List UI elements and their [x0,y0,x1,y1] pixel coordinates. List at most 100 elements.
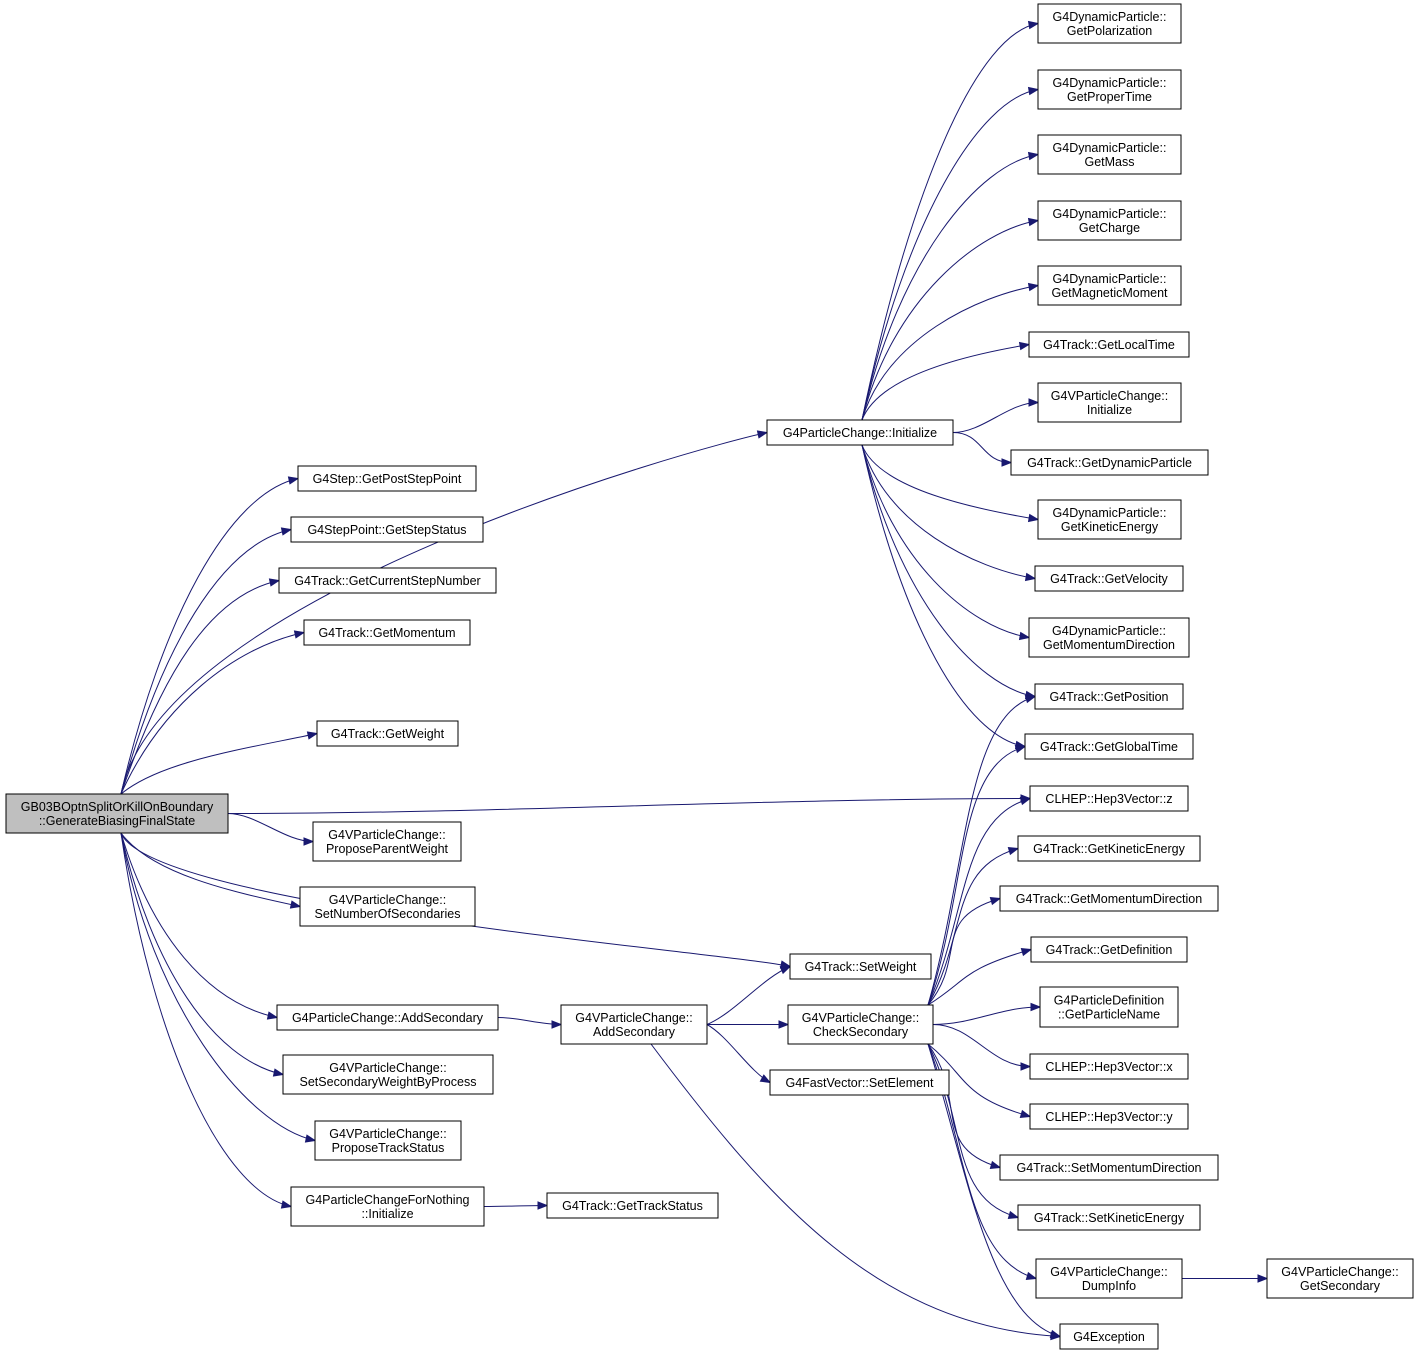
node-set-kin-energy[interactable]: G4Track::SetKineticEnergy [1017,1204,1201,1231]
node-global-time[interactable]: G4Track::GetGlobalTime [1024,733,1194,760]
node-label: G4DynamicParticle:: [1053,10,1167,24]
node-dp-charge[interactable]: G4DynamicParticle::GetCharge [1037,200,1182,241]
node-label: G4Track::SetMomentumDirection [1016,1161,1201,1175]
arrowhead [1028,398,1040,407]
node-definition[interactable]: G4Track::GetDefinition [1030,936,1188,963]
node-current-step-number[interactable]: G4Track::GetCurrentStepNumber [278,567,497,594]
node-box [999,1154,1219,1181]
node-label: DumpInfo [1082,1279,1136,1293]
node-get-secondary[interactable]: G4VParticleChange::GetSecondary [1266,1258,1414,1299]
node-dyn-particle[interactable]: G4Track::GetDynamicParticle [1010,449,1209,476]
node-get-weight[interactable]: G4Track::GetWeight [316,720,459,747]
node-pc-add-secondary[interactable]: G4ParticleChange::AddSecondary [276,1004,499,1031]
arrowhead [1001,458,1013,467]
node-vpc-add-secondary[interactable]: G4VParticleChange::AddSecondary [560,1004,708,1045]
node-box [1028,617,1190,658]
node-particle-name[interactable]: G4ParticleDefinition::GetParticleName [1039,986,1179,1028]
node-box [999,885,1219,912]
node-dp-mag-moment[interactable]: G4DynamicParticle::GetMagneticMoment [1037,265,1182,306]
node-hep-z[interactable]: CLHEP::Hep3Vector::z [1029,785,1189,812]
node-pcfn-init[interactable]: G4ParticleChangeForNothing::Initialize [290,1186,485,1227]
node-box [1017,1204,1201,1231]
node-hep-y[interactable]: CLHEP::Hep3Vector::y [1029,1103,1189,1130]
arrowhead [1018,631,1031,641]
node-dp-proper-time[interactable]: G4DynamicParticle::GetProperTime [1037,69,1182,110]
node-propose-parent-weight[interactable]: G4VParticleChange::ProposeParentWeight [312,821,462,862]
node-label: GetPolarization [1067,24,1153,38]
edge-root-to-step-status [120,529,292,795]
edge-pc-init-to-velocity [861,444,1036,579]
node-momentum[interactable]: G4Track::GetMomentum [303,619,471,646]
node-hep-x[interactable]: CLHEP::Hep3Vector::x [1029,1053,1189,1080]
node-label: G4Track::GetWeight [331,727,445,741]
node-set-weight[interactable]: G4Track::SetWeight [789,953,932,980]
arrowhead [1020,948,1033,957]
node-box [290,516,484,543]
edge-pc-init-to-dyn-particle [952,432,1012,463]
node-label: G4VParticleChange:: [329,893,446,907]
arrowhead [1027,513,1040,523]
node-box [276,1004,499,1031]
edge-pc-init-to-global-time [861,444,1026,747]
node-label: G4Track::GetDefinition [1046,943,1173,957]
edge-pc-init-to-position [861,444,1036,697]
node-label: G4VParticleChange:: [802,1011,919,1025]
node-label: CLHEP::Hep3Vector::y [1045,1110,1173,1124]
arrowhead [989,1160,1002,1169]
node-box [312,821,462,862]
node-label: G4Track::GetTrackStatus [562,1199,703,1213]
arrowhead [1049,1329,1062,1338]
node-box [278,567,497,594]
arrowhead [1007,1210,1020,1219]
node-trk-mom-dir[interactable]: G4Track::GetMomentumDirection [999,885,1219,912]
node-dp-mom-dir[interactable]: G4DynamicParticle::GetMomentumDirection [1028,617,1190,658]
node-dump-info[interactable]: G4VParticleChange::DumpInfo [1035,1258,1183,1299]
node-dp-kin-energy[interactable]: G4DynamicParticle::GetKineticEnergy [1037,499,1182,540]
node-box [1059,1323,1159,1350]
arrowhead [1007,847,1020,856]
arrowhead [293,630,306,639]
node-dp-polarization[interactable]: G4DynamicParticle::GetPolarization [1037,3,1182,44]
node-vpc-init[interactable]: G4VParticleChange::Initialize [1037,382,1182,423]
node-velocity[interactable]: G4Track::GetVelocity [1034,565,1184,592]
arrowhead [1027,217,1040,227]
node-exception[interactable]: G4Exception [1059,1323,1159,1350]
node-track-status[interactable]: G4Track::GetTrackStatus [546,1192,719,1219]
arrowhead [1027,282,1040,292]
node-local-time[interactable]: G4Track::GetLocalTime [1028,331,1190,358]
node-label: G4VParticleChange:: [575,1011,692,1025]
node-trk-kin-energy[interactable]: G4Track::GetKineticEnergy [1017,835,1201,862]
node-root[interactable]: GB03BOptnSplitOrKillOnBoundary::Generate… [5,793,229,834]
arrowhead [1019,797,1032,806]
node-set-num-sec[interactable]: G4VParticleChange::SetNumberOfSecondarie… [299,886,476,927]
node-label: CLHEP::Hep3Vector::z [1045,792,1172,806]
node-box [299,886,476,927]
node-post-step-point[interactable]: G4Step::GetPostStepPoint [297,465,477,492]
node-set-sec-weight[interactable]: G4VParticleChange::SetSecondaryWeightByP… [282,1054,494,1095]
node-box [1024,733,1194,760]
edge-root-to-pc-init [120,432,768,795]
node-dp-mass[interactable]: G4DynamicParticle::GetMass [1037,134,1182,175]
node-label: G4DynamicParticle:: [1053,141,1167,155]
node-label: GB03BOptnSplitOrKillOnBoundary [21,800,214,814]
node-box [787,1004,934,1045]
node-label: G4DynamicParticle:: [1052,624,1166,638]
node-propose-track-status[interactable]: G4VParticleChange::ProposeTrackStatus [314,1120,462,1161]
node-set-mom-dir[interactable]: G4Track::SetMomentumDirection [999,1154,1219,1181]
node-box [1037,382,1182,423]
node-box [1037,134,1182,175]
node-step-status[interactable]: G4StepPoint::GetStepStatus [290,516,484,543]
edge-check-secondary-to-hep-z [927,798,1031,1006]
node-label: GetSecondary [1300,1279,1381,1293]
node-set-element[interactable]: G4FastVector::SetElement [769,1069,950,1096]
node-position[interactable]: G4Track::GetPosition [1034,683,1184,710]
node-pc-init[interactable]: G4ParticleChange::Initialize [766,419,954,446]
arrowhead [266,1011,279,1020]
node-label: G4VParticleChange:: [1281,1265,1398,1279]
node-label: G4Track::GetMomentum [318,626,455,640]
node-label: GetMomentumDirection [1043,638,1175,652]
node-check-secondary[interactable]: G4VParticleChange::CheckSecondary [787,1004,934,1045]
edge-pc-init-to-dp-charge [861,220,1039,421]
arrowhead [280,527,293,536]
node-label: GetProperTime [1067,90,1152,104]
